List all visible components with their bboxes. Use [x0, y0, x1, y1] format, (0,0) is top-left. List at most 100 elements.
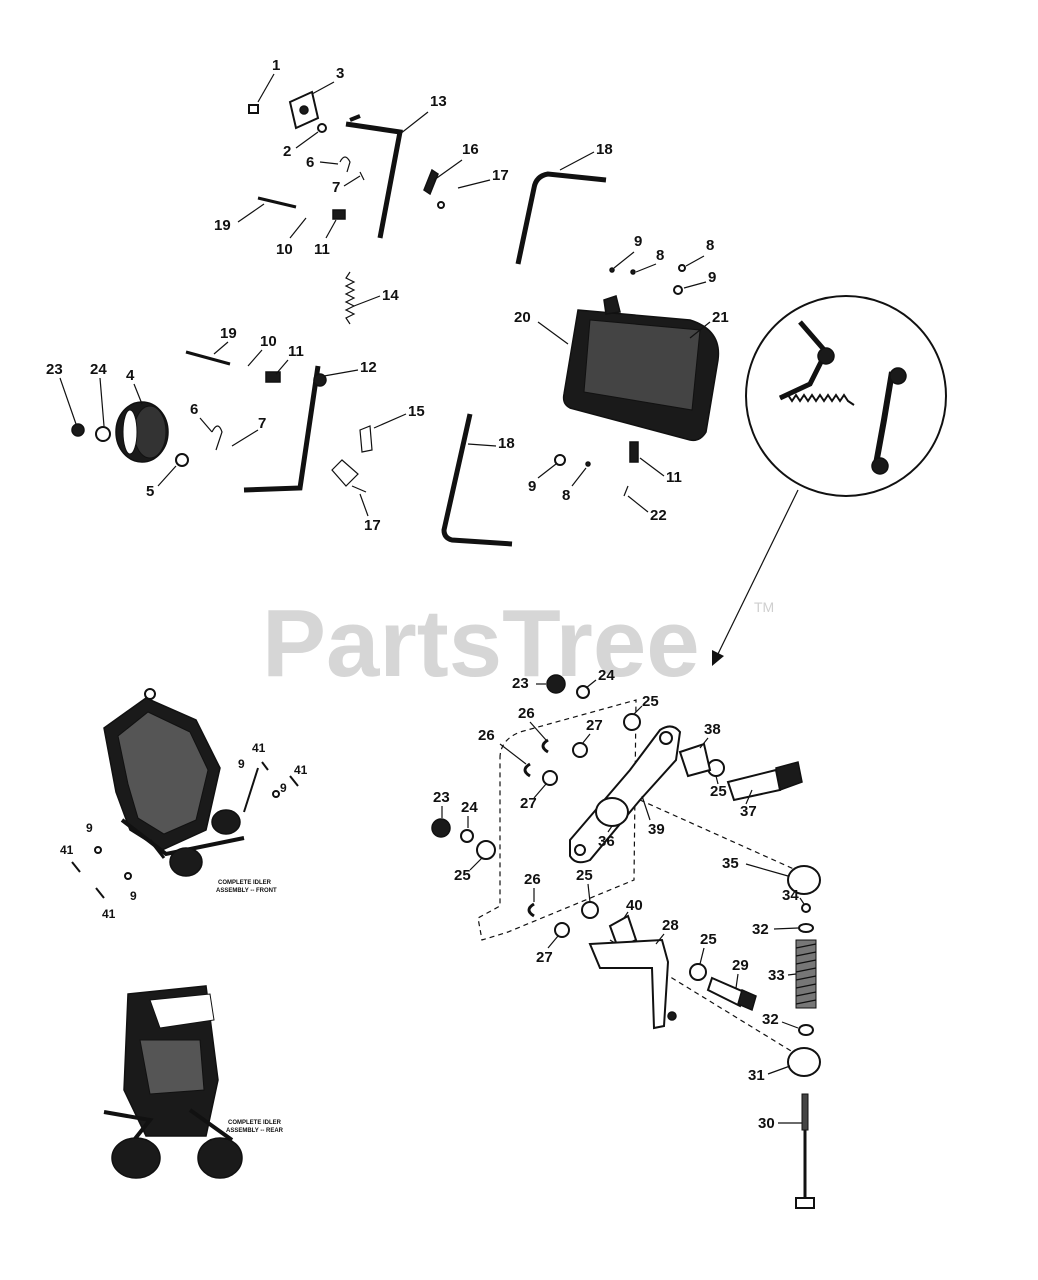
callout-34: 34 — [782, 887, 799, 904]
callout-27-c: 27 — [536, 949, 553, 966]
callout-41-b: 41 — [294, 763, 308, 777]
part-38-bushing — [678, 742, 712, 778]
part-1-nut — [248, 104, 259, 114]
callout-41-d: 41 — [102, 907, 116, 921]
callout-32-b: 32 — [762, 1011, 779, 1028]
callout-22: 22 — [650, 507, 667, 524]
callout-40: 40 — [626, 897, 643, 914]
callout-8-lower: 8 — [562, 487, 570, 504]
callouts: 1 3 13 2 6 16 17 18 7 19 10 11 9 8 8 9 1… — [46, 57, 805, 1132]
part-14-spring — [344, 271, 356, 325]
part-5-nut — [175, 453, 189, 467]
callout-13: 13 — [430, 93, 447, 110]
part-15-link — [359, 425, 373, 453]
part-6-clip-lower — [211, 425, 223, 451]
callout-33: 33 — [768, 967, 785, 984]
part-27-washer-a — [572, 742, 588, 758]
callout-9-right: 9 — [708, 269, 716, 286]
caption-front-line1: COMPLETE IDLER — [218, 880, 272, 886]
part-19-bolt — [257, 196, 297, 209]
part-4-pulley — [115, 401, 169, 463]
callout-9-top: 9 — [634, 233, 642, 250]
callout-26-b: 26 — [478, 727, 495, 744]
part-9-washer — [609, 267, 615, 273]
callout-24-left: 24 — [90, 361, 107, 378]
callout-6-lower: 6 — [190, 401, 198, 418]
callout-16: 16 — [462, 141, 479, 158]
part-23-nut-a — [546, 674, 566, 694]
callout-1: 1 — [272, 57, 280, 74]
caption-front-line2: ASSEMBLY -- FRONT — [216, 888, 277, 894]
part-29-bolt — [706, 976, 746, 1008]
callout-9-c: 9 — [86, 821, 93, 835]
part-2-washer — [317, 123, 327, 133]
part-28-bracket — [588, 938, 670, 1030]
callout-18: 18 — [596, 141, 613, 158]
part-16-spring-clip — [423, 168, 439, 196]
callout-26-c: 26 — [524, 871, 541, 888]
callout-18-lower: 18 — [498, 435, 515, 452]
part-25-washer-a — [623, 713, 641, 731]
part-6-clip — [339, 156, 351, 173]
part-19-bolt-lower — [185, 350, 231, 366]
callout-25-b: 25 — [710, 783, 727, 800]
callout-29: 29 — [732, 957, 749, 974]
callout-24-a: 24 — [598, 667, 615, 684]
part-13-lever — [345, 121, 403, 239]
callout-9-d: 9 — [130, 889, 137, 903]
callout-9-lower: 9 — [528, 478, 536, 495]
callout-25-d: 25 — [576, 867, 593, 884]
callout-8-top: 8 — [656, 247, 664, 264]
part-22-pin — [623, 485, 629, 497]
part-26-clip-b — [523, 762, 531, 778]
part-8-nut-c — [585, 461, 591, 467]
part-26-clip-a — [541, 738, 549, 754]
caption-rear-line2: ASSEMBLY -- REAR — [226, 1128, 284, 1134]
callout-14: 14 — [382, 287, 399, 304]
watermark-trademark: TM — [754, 599, 774, 615]
callout-10: 10 — [276, 241, 293, 258]
callout-2: 2 — [283, 143, 291, 160]
callout-11: 11 — [314, 241, 330, 258]
callout-4: 4 — [126, 367, 135, 384]
callout-5: 5 — [146, 483, 154, 500]
part-11-spring-pin — [629, 441, 639, 463]
callout-41-c: 41 — [60, 843, 74, 857]
detail-circle — [712, 295, 947, 666]
callout-10-lower: 10 — [260, 333, 277, 350]
part-18-rod-lower — [441, 413, 513, 547]
callout-19-lower: 19 — [220, 325, 237, 342]
callout-38: 38 — [704, 721, 721, 738]
part-32-washer-b — [798, 1024, 814, 1036]
callout-8-right: 8 — [706, 237, 714, 254]
callout-26-a: 26 — [518, 705, 535, 722]
idler-assembly-rear: COMPLETE IDLER ASSEMBLY -- REAR — [103, 985, 284, 1179]
callout-17: 17 — [492, 167, 509, 184]
part-36-bushing — [595, 797, 629, 827]
watermark-text: PartsTree — [262, 590, 700, 697]
callout-25-e: 25 — [700, 931, 717, 948]
callout-11-right: 11 — [666, 469, 682, 486]
part-27-washer-b — [542, 770, 558, 786]
part-32-washer-a — [798, 923, 814, 933]
callout-23-left: 23 — [46, 361, 63, 378]
callout-19: 19 — [214, 217, 231, 234]
callout-25-a: 25 — [642, 693, 659, 710]
callout-23-a: 23 — [512, 675, 529, 692]
callout-6: 6 — [306, 154, 314, 171]
callout-23-b: 23 — [433, 789, 450, 806]
callout-9-a: 9 — [238, 757, 245, 771]
part-8-nut — [630, 269, 636, 275]
callout-30: 30 — [758, 1115, 775, 1132]
part-11-spacer — [332, 209, 346, 220]
callout-11-lower: 11 — [288, 343, 304, 360]
callout-27-a: 27 — [586, 717, 603, 734]
part-23-nut-b — [431, 818, 451, 838]
callout-21: 21 — [712, 309, 729, 326]
callout-27-b: 27 — [520, 795, 537, 812]
part-25-washer-c — [476, 840, 496, 860]
callout-41-a: 41 — [252, 741, 266, 755]
part-33-spring — [795, 939, 817, 1009]
part-39-link-arm — [569, 725, 682, 864]
